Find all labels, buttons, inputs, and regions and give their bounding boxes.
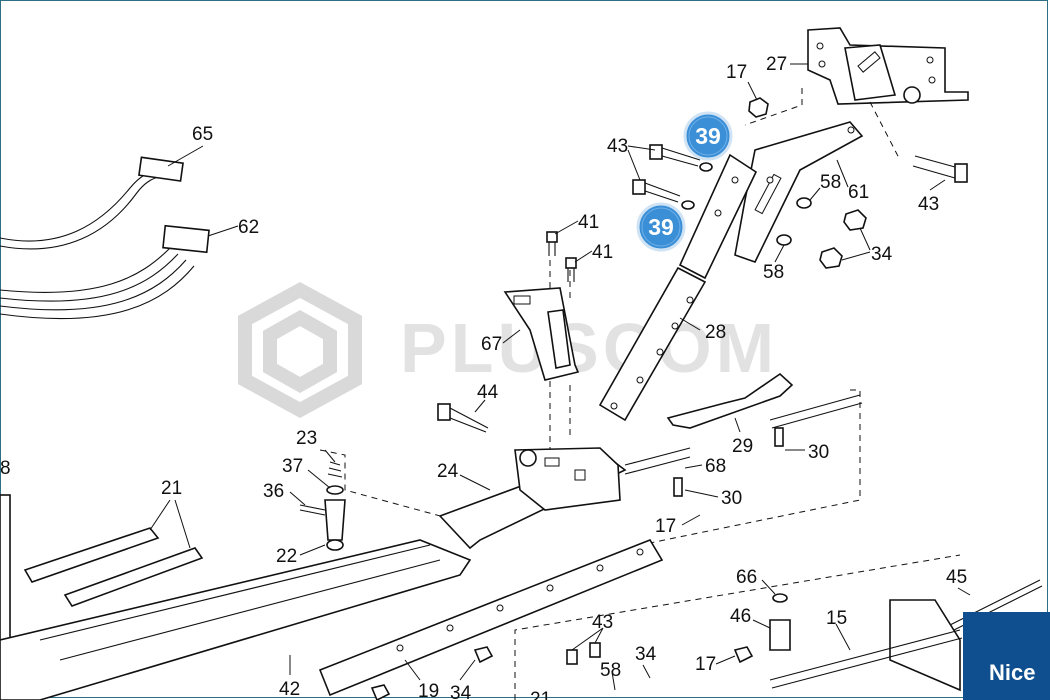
label-58-a: 58 <box>820 172 841 193</box>
chain-upper <box>624 394 863 497</box>
label-67: 67 <box>481 334 502 355</box>
callout-39-lower[interactable]: 39 <box>636 202 686 252</box>
label-68: 68 <box>705 456 726 477</box>
lower-right-hardware <box>370 554 1043 700</box>
hardware-arm <box>748 97 968 269</box>
label-27: 27 <box>766 54 787 75</box>
label-24: 24 <box>437 461 459 482</box>
part-number-labels: 65 62 67 41 41 43 17 27 61 58 58 34 43 2… <box>0 54 967 700</box>
label-61: 61 <box>848 182 869 203</box>
label-28: 28 <box>705 322 726 343</box>
label-21-upper: 21 <box>161 478 182 499</box>
label-36: 36 <box>263 481 284 502</box>
part-21-racks <box>23 527 204 607</box>
label-34-lower: 34 <box>635 644 657 665</box>
label-29: 29 <box>732 436 753 457</box>
label-46: 46 <box>730 606 751 627</box>
bolt-44 <box>437 403 489 433</box>
label-34-upper: 34 <box>871 244 893 265</box>
label-15: 15 <box>826 608 847 629</box>
label-30-lower: 30 <box>721 488 742 509</box>
part-61-arm <box>734 121 864 263</box>
label-43-lower: 43 <box>592 612 613 633</box>
part-67-bracket <box>503 287 580 381</box>
callout-39-upper[interactable]: 39 <box>683 111 733 161</box>
label-58-b: 58 <box>763 262 784 283</box>
part-28-arm <box>598 153 758 422</box>
part-24-carriage <box>438 447 627 550</box>
label-44: 44 <box>477 382 499 403</box>
label-23: 23 <box>296 428 317 449</box>
label-17-mid: 17 <box>655 516 676 537</box>
label-41-a: 41 <box>578 212 599 233</box>
label-17-lower: 17 <box>695 654 716 675</box>
label-34-bottom: 34 <box>450 683 472 700</box>
watermark: PLUSCOM <box>238 282 778 418</box>
nice-brand-logo: Nice <box>963 612 1050 700</box>
label-8: 8 <box>0 458 11 479</box>
label-37: 37 <box>282 456 303 477</box>
label-65: 65 <box>192 124 213 145</box>
label-30-upper: 30 <box>808 442 829 463</box>
rail-assembly <box>0 539 664 700</box>
cable-62 <box>0 224 210 320</box>
label-66: 66 <box>736 567 757 588</box>
part-8-post <box>0 494 11 656</box>
brand-logo-text: Nice <box>989 660 1036 685</box>
label-19: 19 <box>418 681 439 700</box>
label-22: 22 <box>276 546 297 567</box>
label-43-upper: 43 <box>607 136 628 157</box>
label-41-b: 41 <box>592 242 613 263</box>
label-43-right: 43 <box>918 194 939 215</box>
callout-39-lower-text: 39 <box>648 214 674 240</box>
bolts-43-upper <box>632 144 713 210</box>
label-62: 62 <box>238 217 259 238</box>
part-29-slider <box>666 372 794 429</box>
label-21-lower: 21 <box>530 689 551 700</box>
watermark-text: PLUSCOM <box>400 309 778 387</box>
label-58-lower: 58 <box>600 660 621 681</box>
label-45: 45 <box>946 567 967 588</box>
bolts-41 <box>546 231 577 282</box>
leader-lines <box>149 63 971 691</box>
label-17-upper: 17 <box>726 62 747 83</box>
label-42: 42 <box>279 679 300 700</box>
spring-pin-assembly <box>299 461 346 551</box>
part-27-bracket <box>807 27 969 105</box>
cable-65 <box>0 156 184 250</box>
callout-39-upper-text: 39 <box>695 123 721 149</box>
